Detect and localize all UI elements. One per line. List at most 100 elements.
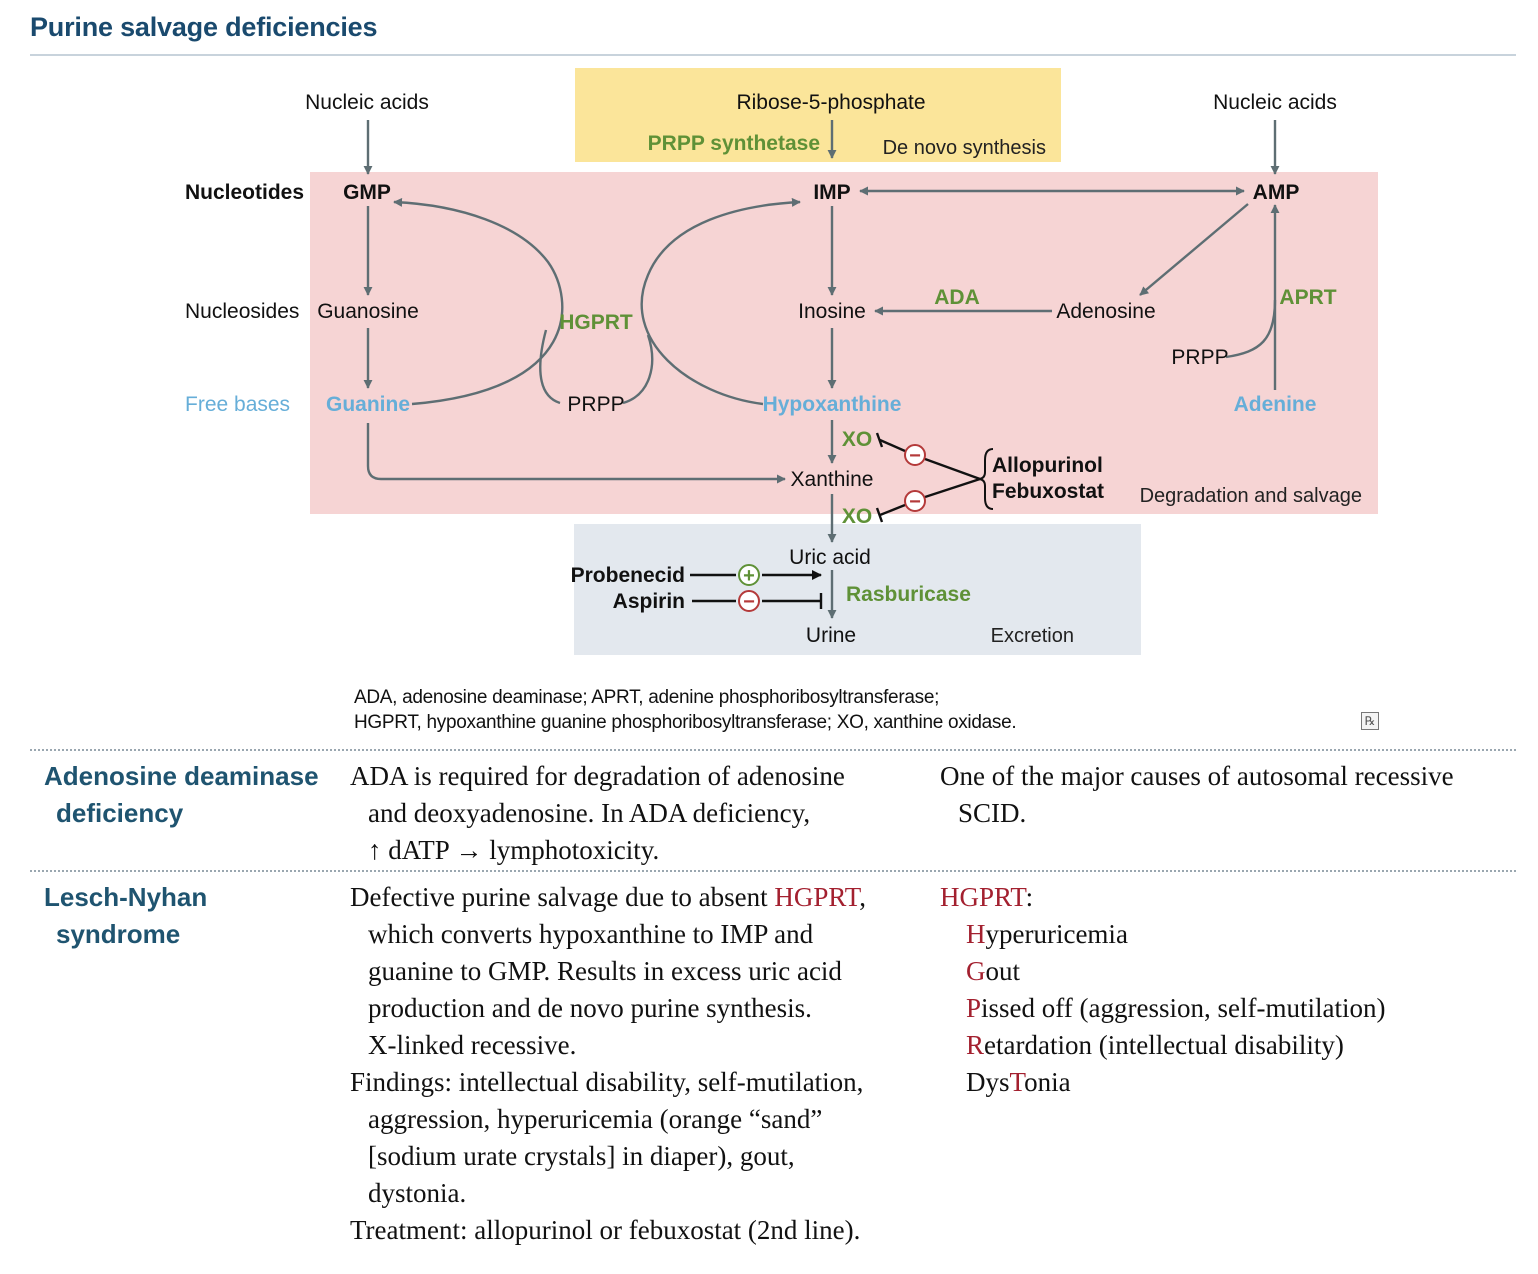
- mnemonic-rest: yperuricemia: [985, 919, 1128, 949]
- plus-circle-probenecid: [738, 564, 760, 586]
- de-novo-synthesis-label: De novo synthesis: [883, 137, 1046, 159]
- desc-line: production and de novo purine synthesis.: [368, 993, 812, 1023]
- drug-allopurinol: Allopurinol: [992, 454, 1103, 477]
- mnemonic-colon: :: [1025, 882, 1034, 912]
- note-line: One of the major causes of autosomal rec…: [940, 761, 1454, 791]
- drug-aspirin: Aspirin: [613, 590, 685, 613]
- hgprt-curve-guanine-gmp: [393, 197, 564, 406]
- mnemonic-heading: HGPRT:: [940, 879, 1520, 916]
- mnemonic-letter: G: [966, 956, 986, 986]
- minus-sign-top: −: [909, 445, 921, 467]
- node-inosine: Inosine: [798, 300, 866, 323]
- region-label-degradation: Degradation and salvage: [1140, 485, 1362, 507]
- arrow-guanine-to-xanthine: [366, 423, 786, 484]
- desc-line: and deoxyadenosine. In ADA deficiency,: [368, 798, 811, 828]
- row-divider-1: [30, 749, 1516, 751]
- desc-line: guanine to GMP. Results in excess uric a…: [368, 956, 842, 986]
- node-urine: Urine: [806, 624, 856, 647]
- ada-note: One of the major causes of autosomal rec…: [940, 758, 1520, 832]
- drug-brace: [977, 448, 994, 510]
- findings-line: Findings: intellectual disability, self-…: [350, 1067, 864, 1097]
- findings-line: aggression, hyperuricemia (orange “sand”: [368, 1104, 823, 1134]
- hgprt-mnemonic: HGPRT: Hyperuricemia Gout Pissed off (ag…: [940, 879, 1520, 1101]
- row-label-nucleosides: Nucleosides: [185, 300, 299, 323]
- treatment-line: Treatment: allopurinol or febuxostat (2n…: [350, 1215, 861, 1245]
- inhibit-xo-top-link: [924, 457, 981, 481]
- mnemonic-letter: P: [966, 993, 982, 1023]
- note-line: SCID.: [958, 798, 1027, 828]
- inhibit-xo-bottom-line: [879, 503, 906, 517]
- arrow-prpp-to-aprt: [1225, 299, 1277, 359]
- inhibit-xo-top-bar: [875, 432, 884, 448]
- minus-circle-bottom: [904, 490, 926, 512]
- mnemonic-rest: etardation (intellectual disability): [984, 1030, 1344, 1060]
- abbreviation-legend: ADA, adenosine deaminase; APRT, adenine …: [354, 685, 1017, 735]
- hgprt-curve-prpp-right: [622, 334, 654, 405]
- lesch-nyhan-description: Defective purine salvage due to absent H…: [350, 879, 930, 1249]
- enzyme-xo-bottom: XO: [842, 505, 872, 528]
- hgprt-curve-hypoxanthine-imp: [640, 197, 801, 406]
- hgprt-curve-prpp-left: [539, 329, 561, 405]
- desc-line: ↑ dATP → lymphotoxicity.: [368, 835, 660, 865]
- inhibit-xo-bottom-link: [924, 477, 981, 499]
- mnemonic-line: Pissed off (aggression, self-mutilation): [940, 990, 1520, 1027]
- row-title-line: deficiency: [56, 798, 184, 828]
- node-imp: IMP: [813, 181, 850, 204]
- rx-icon[interactable]: ℞: [1361, 712, 1379, 730]
- mnemonic-rest: issed off (aggression, self-mutilation): [981, 993, 1386, 1023]
- node-amp: AMP: [1253, 181, 1300, 204]
- minus-sign-aspirin: −: [743, 591, 755, 613]
- desc-line: Defective purine salvage due to absent H…: [350, 879, 930, 916]
- legend-line-2: HGPRT, hypoxanthine guanine phosphoribos…: [354, 712, 1017, 733]
- enzyme-xo-top: XO: [842, 428, 872, 451]
- mnemonic-letter: T: [1009, 1067, 1025, 1097]
- purine-pathway-diagram: − − + − Nucleotides Nucleosides Free bas…: [185, 68, 1378, 655]
- enzyme-hgprt: HGPRT: [559, 311, 633, 334]
- degradation-salvage-region: [310, 172, 1378, 514]
- row-title-lesch-nyhan: Lesch-Nyhan syndrome: [44, 879, 207, 953]
- row-label-nucleotides: Nucleotides: [185, 181, 304, 204]
- nucleic-acids-right: Nucleic acids: [1213, 91, 1337, 114]
- row-title-line: Lesch-Nyhan: [44, 882, 208, 912]
- node-guanine: Guanine: [326, 393, 410, 416]
- region-label-excretion: Excretion: [991, 625, 1074, 647]
- node-adenine: Adenine: [1234, 393, 1317, 416]
- legend-line-1: ADA, adenosine deaminase; APRT, adenine …: [354, 687, 940, 708]
- findings-line: [sodium urate crystals] in diaper), gout…: [368, 1141, 795, 1171]
- mnemonic-rest: out: [985, 956, 1021, 986]
- desc-line: X-linked recessive.: [368, 1030, 577, 1060]
- nucleic-acids-left: Nucleic acids: [305, 91, 429, 114]
- enzyme-ada: ADA: [934, 286, 980, 309]
- minus-sign-bottom: −: [909, 491, 921, 513]
- desc-text: Defective purine salvage due to absent: [350, 882, 768, 912]
- mnemonic-line: Hyperuricemia: [940, 916, 1520, 953]
- minus-circle-top: [904, 444, 926, 466]
- ribose-5-phosphate: Ribose-5-phosphate: [736, 91, 925, 114]
- excretion-region: [574, 524, 1141, 655]
- node-xanthine: Xanthine: [791, 468, 874, 491]
- enzyme-rasburicase: Rasburicase: [846, 583, 971, 606]
- plus-sign-probenecid: +: [743, 565, 755, 587]
- node-hypoxanthine: Hypoxanthine: [763, 393, 902, 416]
- mnemonic-heading-text: HGPRT: [940, 882, 1026, 912]
- node-prpp-mid: PRPP: [567, 393, 624, 416]
- mnemonic-rest: onia: [1024, 1067, 1071, 1097]
- arrow-amp-to-adenosine: [1139, 203, 1249, 296]
- mnemonic-letter: H: [966, 919, 986, 949]
- node-adenosine: Adenosine: [1056, 300, 1155, 323]
- hgprt-highlight: HGPRT: [774, 882, 860, 912]
- de-novo-region: [575, 68, 1061, 162]
- desc-line: ADA is required for degradation of adeno…: [350, 761, 845, 791]
- findings-line: dystonia.: [368, 1178, 467, 1208]
- ada-description: ADA is required for degradation of adeno…: [350, 758, 920, 869]
- minus-circle-aspirin: [738, 590, 760, 612]
- node-guanosine: Guanosine: [317, 300, 419, 323]
- row-title-line: Adenosine deaminase: [44, 761, 319, 791]
- mnemonic-line: DysTonia: [940, 1064, 1520, 1101]
- node-gmp: GMP: [343, 181, 391, 204]
- row-title-line: syndrome: [56, 919, 181, 949]
- row-title-ada-deficiency: Adenosine deaminase deficiency: [44, 758, 319, 832]
- inhibit-xo-top-line: [879, 438, 906, 453]
- inhibit-xo-bottom-bar: [875, 507, 884, 523]
- prpp-synthetase-label: PRPP synthetase: [648, 132, 820, 155]
